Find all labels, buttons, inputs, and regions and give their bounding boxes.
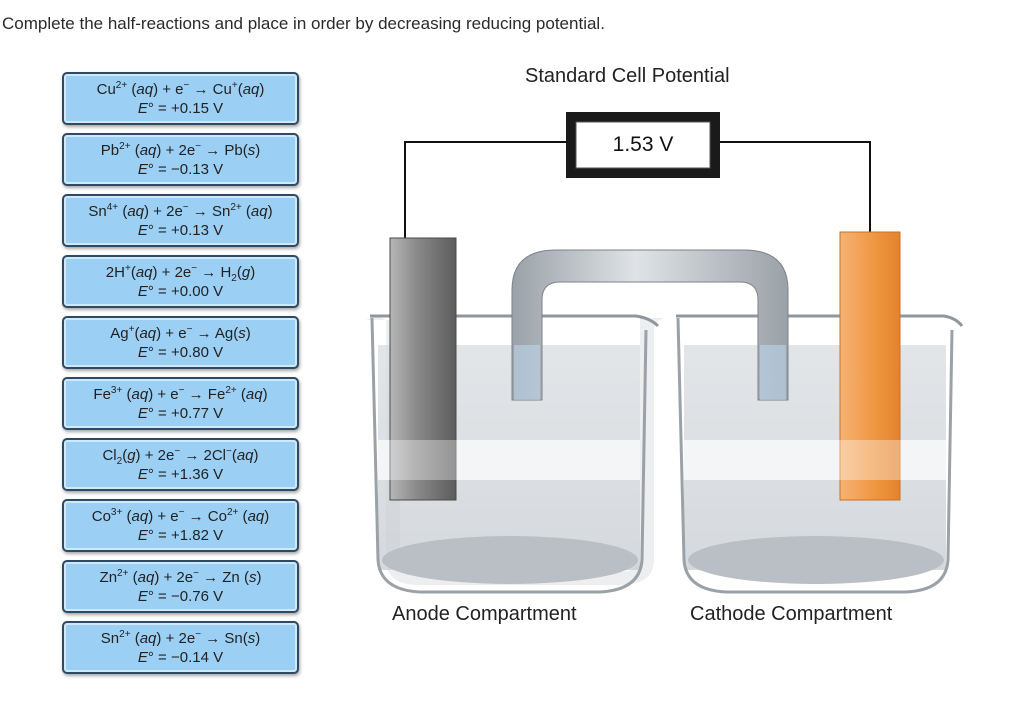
half-reaction-tile-zn[interactable]: Zn2+ (aq) + 2e− → Zn (s)E° = −0.76 V bbox=[62, 560, 299, 613]
standard-potential: E° = −0.13 V bbox=[137, 161, 224, 178]
anode-compartment-label: Anode Compartment bbox=[392, 603, 577, 625]
voltmeter bbox=[566, 112, 720, 178]
standard-potential: E° = −0.14 V bbox=[137, 649, 224, 666]
standard-potential: E° = +0.15 V bbox=[137, 100, 224, 117]
standard-potential: E° = +1.36 V bbox=[137, 466, 224, 483]
half-reaction-equation: Sn2+ (aq) + 2e− → Sn(s) bbox=[100, 629, 261, 648]
half-reaction-equation: Cl2(g) + 2e− → 2Cl−(aq) bbox=[102, 446, 259, 467]
cathode-beaker bbox=[676, 314, 964, 594]
half-reaction-equation: 2H+(aq) + 2e− → H2(g) bbox=[105, 263, 256, 284]
standard-potential: E° = +1.82 V bbox=[137, 527, 224, 544]
wire bbox=[404, 141, 871, 238]
voltmeter-reading: 1.53 V bbox=[612, 133, 674, 156]
half-reaction-equation: Cu2+ (aq) + e− → Cu+(aq) bbox=[96, 80, 265, 99]
half-reaction-equation: Ag+(aq) + e− → Ag(s) bbox=[110, 324, 251, 343]
half-reaction-tile-list: Cu2+ (aq) + e− → Cu+(aq)E° = +0.15 V Pb2+… bbox=[62, 72, 299, 682]
half-reaction-equation: Pb2+ (aq) + 2e− → Pb(s) bbox=[100, 141, 261, 160]
half-reaction-tile-sn4[interactable]: Sn4+ (aq) + 2e− → Sn2+ (aq)E° = +0.13 V bbox=[62, 194, 299, 247]
standard-potential: E° = +0.77 V bbox=[137, 405, 224, 422]
half-reaction-tile-ag[interactable]: Ag+(aq) + e− → Ag(s)E° = +0.80 V bbox=[62, 316, 299, 369]
half-reaction-tile-h2[interactable]: 2H+(aq) + 2e− → H2(g)E° = +0.00 V bbox=[62, 255, 299, 308]
half-reaction-tile-fe[interactable]: Fe3+ (aq) + e− → Fe2+ (aq)E° = +0.77 V bbox=[62, 377, 299, 430]
cathode-electrode bbox=[839, 231, 901, 501]
standard-potential: E° = −0.76 V bbox=[137, 588, 224, 605]
half-reaction-equation: Fe3+ (aq) + e− → Fe2+ (aq) bbox=[93, 385, 268, 404]
half-reaction-tile-cu[interactable]: Cu2+ (aq) + e− → Cu+(aq)E° = +0.15 V bbox=[62, 72, 299, 125]
instructions-text: Complete the half-reactions and place in… bbox=[2, 14, 605, 33]
standard-potential: E° = +0.13 V bbox=[137, 222, 224, 239]
half-reaction-equation: Zn2+ (aq) + 2e− → Zn (s) bbox=[99, 568, 262, 587]
anode-electrode bbox=[389, 237, 457, 501]
half-reaction-tile-sn2[interactable]: Sn2+ (aq) + 2e− → Sn(s)E° = −0.14 V bbox=[62, 621, 299, 674]
salt-bridge bbox=[511, 249, 789, 401]
half-reaction-tile-cl[interactable]: Cl2(g) + 2e− → 2Cl−(aq)E° = +1.36 V bbox=[62, 438, 299, 491]
standard-cell-potential-title: Standard Cell Potential bbox=[525, 65, 730, 87]
cathode-compartment-label: Cathode Compartment bbox=[690, 603, 893, 625]
half-reaction-tile-co[interactable]: Co3+ (aq) + e− → Co2+ (aq)E° = +1.82 V bbox=[62, 499, 299, 552]
half-reaction-tile-pb[interactable]: Pb2+ (aq) + 2e− → Pb(s)E° = −0.13 V bbox=[62, 133, 299, 186]
half-reaction-equation: Co3+ (aq) + e− → Co2+ (aq) bbox=[91, 507, 270, 526]
standard-potential: E° = +0.00 V bbox=[137, 283, 224, 300]
standard-potential: E° = +0.80 V bbox=[137, 344, 224, 361]
half-reaction-equation: Sn4+ (aq) + 2e− → Sn2+ (aq) bbox=[88, 202, 273, 221]
